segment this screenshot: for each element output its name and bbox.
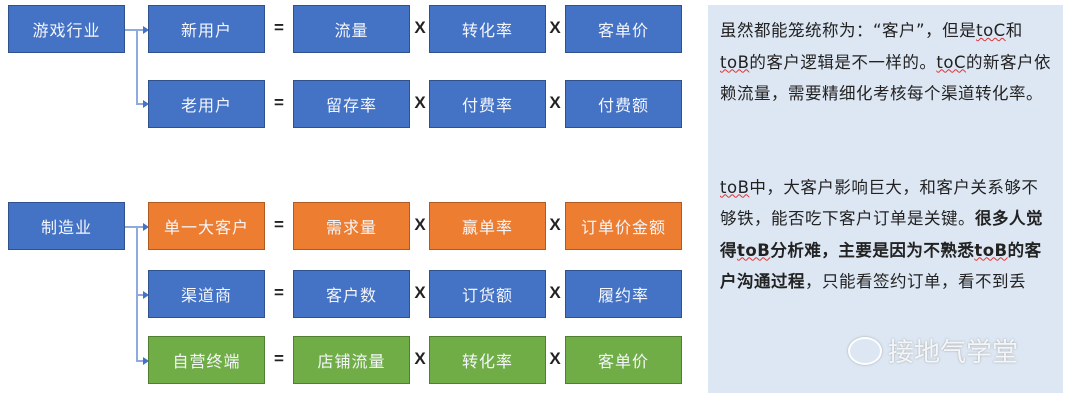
connector bbox=[136, 29, 138, 104]
paragraph-tob: toB中，大客户影响巨大，和客户关系够不够铁，能否吃下客户订单是关键。很多人觉得… bbox=[720, 177, 1043, 292]
root-box-game-industry: 游戏行业 bbox=[8, 5, 125, 53]
factor-box: 转化率 bbox=[429, 5, 546, 53]
multiply-sign: X bbox=[549, 283, 561, 302]
multiply-sign: X bbox=[414, 283, 426, 302]
multiply-sign: X bbox=[414, 349, 426, 368]
factor-box: 订单价金额 bbox=[565, 202, 682, 250]
arrow-icon bbox=[143, 100, 149, 108]
multiply-sign: X bbox=[549, 215, 561, 234]
segment-box: 新用户 bbox=[148, 5, 265, 53]
root-box-manufacturing: 制造业 bbox=[8, 202, 125, 250]
multiply-sign: X bbox=[549, 93, 561, 112]
factor-box: 付费额 bbox=[565, 80, 682, 128]
segment-box: 单一大客户 bbox=[148, 202, 265, 250]
factor-box: 赢单率 bbox=[429, 202, 546, 250]
factor-box: 订货额 bbox=[429, 270, 546, 318]
connector bbox=[136, 294, 144, 296]
connector bbox=[125, 29, 137, 31]
factor-box: 店铺流量 bbox=[293, 336, 410, 384]
multiply-sign: X bbox=[414, 215, 426, 234]
factor-box: 客户数 bbox=[293, 270, 410, 318]
equals-sign: = bbox=[274, 215, 284, 234]
wechat-icon bbox=[848, 336, 882, 365]
equals-sign: = bbox=[274, 349, 284, 368]
arrow-icon bbox=[143, 26, 149, 34]
factor-box: 客单价 bbox=[565, 5, 682, 53]
connector bbox=[125, 226, 137, 228]
arrow-icon bbox=[143, 291, 149, 299]
paragraph-toc: 虽然都能笼统称为：“客户”，但是toC和toB的客户逻辑是不一样的。toC的新客… bbox=[720, 21, 1051, 103]
factor-box: 流量 bbox=[293, 5, 410, 53]
connector bbox=[136, 226, 144, 228]
segment-box: 渠道商 bbox=[148, 270, 265, 318]
factor-box: 转化率 bbox=[429, 336, 546, 384]
equals-sign: = bbox=[274, 283, 284, 302]
multiply-sign: X bbox=[549, 349, 561, 368]
connector bbox=[136, 29, 144, 31]
explanation-panel: 虽然都能笼统称为：“客户”，但是toC和toB的客户逻辑是不一样的。toC的新客… bbox=[708, 5, 1063, 393]
segment-box: 自营终端 bbox=[148, 336, 265, 384]
equals-sign: = bbox=[274, 18, 284, 37]
connector bbox=[136, 360, 144, 362]
factor-box: 履约率 bbox=[565, 270, 682, 318]
factor-box: 需求量 bbox=[293, 202, 410, 250]
factor-box: 付费率 bbox=[429, 80, 546, 128]
multiply-sign: X bbox=[549, 18, 561, 37]
segment-box: 老用户 bbox=[148, 80, 265, 128]
factor-box: 客单价 bbox=[565, 336, 682, 384]
multiply-sign: X bbox=[414, 18, 426, 37]
arrow-icon bbox=[143, 357, 149, 365]
equals-sign: = bbox=[274, 93, 284, 112]
watermark: 接地气学堂 bbox=[848, 332, 1018, 369]
arrow-icon bbox=[143, 223, 149, 231]
multiply-sign: X bbox=[414, 93, 426, 112]
factor-box: 留存率 bbox=[293, 80, 410, 128]
connector bbox=[136, 103, 144, 105]
